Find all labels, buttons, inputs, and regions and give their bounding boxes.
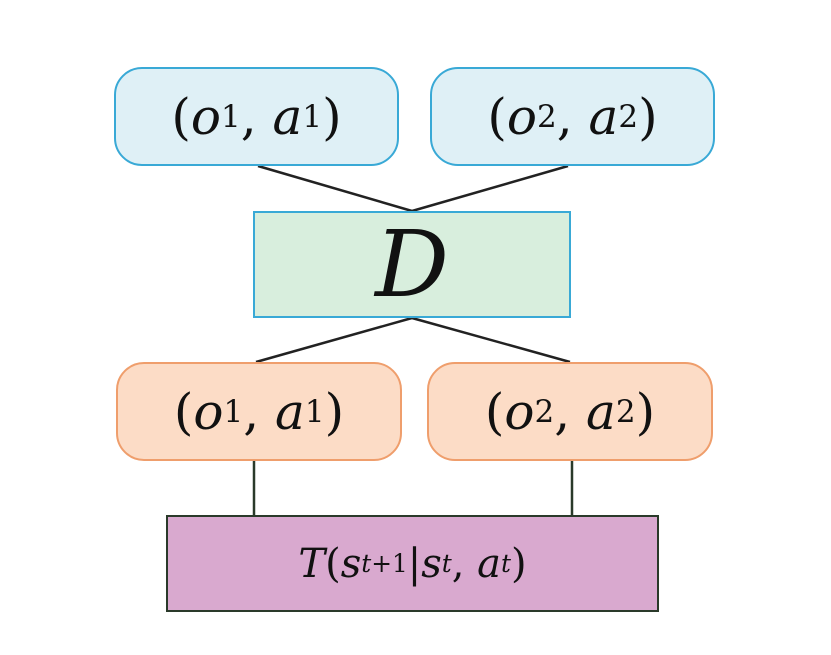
action-subscript: 2 (615, 393, 636, 430)
current-action-symbol: a (477, 540, 502, 587)
edge-d-to-mid-right (411, 316, 571, 364)
current-action-subscript: t (501, 549, 511, 578)
time-index: t (361, 549, 372, 578)
obs-subscript: 2 (534, 393, 555, 430)
time-index: t (501, 549, 511, 578)
action-symbol: a (275, 382, 305, 441)
action-subscript: 1 (302, 98, 323, 135)
next-state-symbol: s (340, 540, 362, 587)
edge-d-to-mid-left (255, 316, 413, 364)
action-subscript: 1 (304, 393, 325, 430)
action-symbol: a (272, 87, 303, 146)
action-subscript: 2 (618, 98, 639, 135)
time-offset: +1 (371, 549, 408, 578)
transition-function-symbol: T (298, 540, 326, 587)
current-state-symbol: s (421, 540, 442, 587)
obs-symbol: o (506, 87, 538, 146)
action-symbol: a (586, 382, 616, 441)
edge-top-left-to-d (257, 164, 413, 213)
obs-subscript: 2 (537, 98, 557, 135)
obs-symbol: o (504, 382, 535, 441)
obs-symbol: o (190, 87, 222, 146)
obs-subscript: 1 (221, 98, 241, 135)
next-state-subscript: t+1 (361, 549, 408, 578)
obs-symbol: o (193, 382, 224, 441)
obs-subscript: 1 (223, 393, 244, 430)
time-index: t (441, 549, 452, 578)
edge-top-right-to-d (411, 164, 569, 213)
discriminator-node: D (253, 211, 571, 318)
current-state-subscript: t (442, 549, 452, 578)
discriminator-label: D (375, 211, 449, 318)
action-symbol: a (588, 87, 619, 146)
